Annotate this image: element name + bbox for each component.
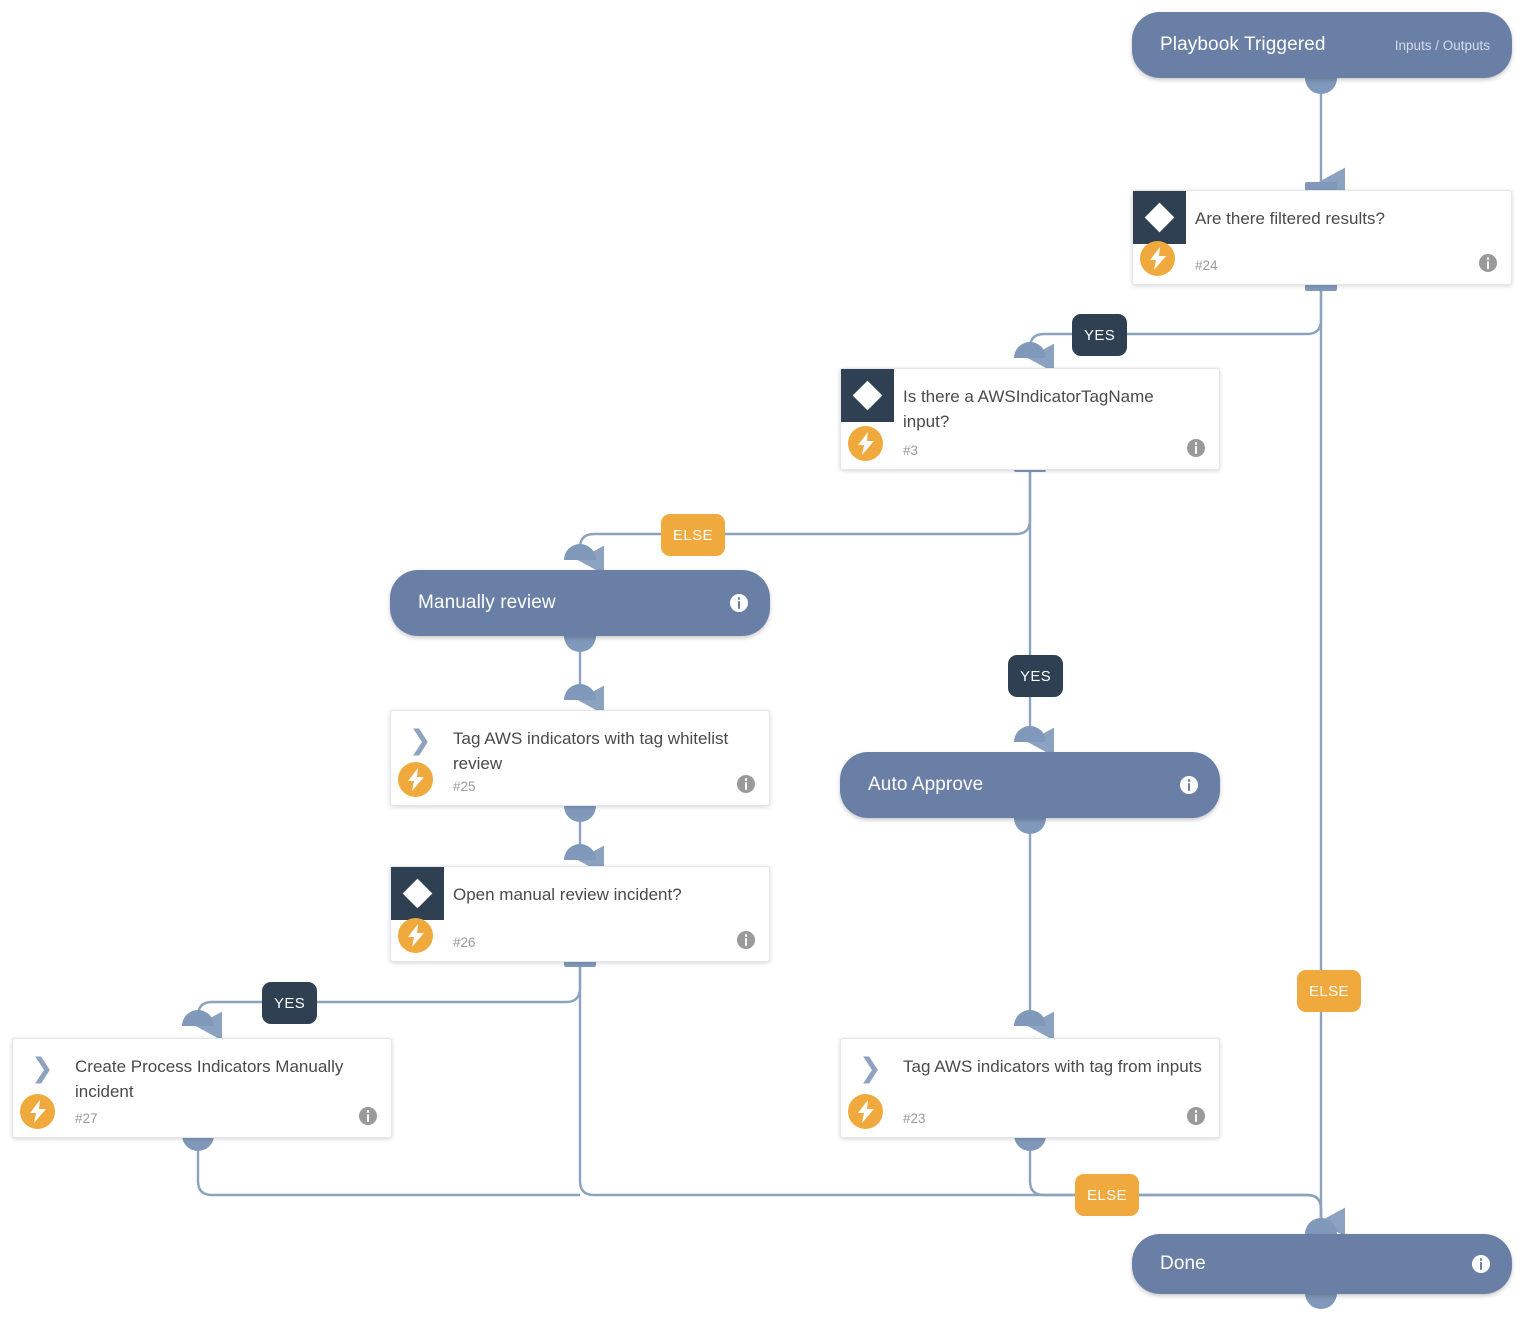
- node-title: Done: [1160, 1253, 1206, 1274]
- task-number: #24: [1195, 258, 1218, 273]
- bolt-icon: [20, 1094, 55, 1129]
- node-title: Are there filtered results?: [1195, 209, 1385, 228]
- node-done[interactable]: Done: [1132, 1234, 1512, 1294]
- chevron-icon: ❯: [31, 1053, 54, 1084]
- inputs-outputs-label[interactable]: Inputs / Outputs: [1394, 37, 1490, 53]
- info-icon[interactable]: [1479, 254, 1497, 272]
- info-icon[interactable]: [737, 775, 755, 793]
- edge-label-else-3: ELSE: [661, 514, 725, 556]
- node-title: Auto Approve: [868, 774, 984, 795]
- edge-label-yes-24: YES: [1072, 314, 1128, 356]
- edge-label-yes-3: YES: [1008, 655, 1064, 697]
- node-title: Manually review: [418, 592, 556, 613]
- bolt-icon: [848, 1094, 883, 1129]
- node-tag-aws-indicators-whitelist-review[interactable]: ❯ Tag AWS indicators with tag whitelist …: [390, 710, 770, 806]
- diamond-icon: [391, 867, 444, 920]
- node-open-manual-review-incident[interactable]: Open manual review incident? #26: [390, 866, 770, 962]
- node-playbook-triggered[interactable]: Playbook Triggered Inputs / Outputs: [1132, 12, 1512, 78]
- diamond-icon: [841, 369, 894, 422]
- info-icon[interactable]: [1187, 1107, 1205, 1125]
- edge-label-else-24: ELSE: [1297, 970, 1361, 1012]
- task-number: #27: [75, 1111, 98, 1126]
- node-title: Tag AWS indicators with tag from inputs: [903, 1057, 1202, 1076]
- info-icon[interactable]: [1472, 1255, 1490, 1273]
- node-are-there-filtered-results[interactable]: Are there filtered results? #24: [1132, 190, 1512, 285]
- info-icon[interactable]: [1187, 439, 1205, 457]
- node-title: Is there a AWSIndicatorTagName input?: [903, 387, 1154, 431]
- task-number: #3: [903, 443, 919, 458]
- bolt-icon: [398, 762, 433, 797]
- node-auto-approve[interactable]: Auto Approve: [840, 752, 1220, 818]
- edge-label-yes-26: YES: [262, 982, 318, 1024]
- info-icon[interactable]: [1180, 776, 1198, 794]
- chevron-icon: ❯: [409, 725, 432, 756]
- node-create-process-indicators-manually-incident[interactable]: ❯ Create Process Indicators Manually inc…: [12, 1038, 392, 1138]
- node-title: Playbook Triggered: [1160, 34, 1326, 55]
- diamond-icon: [1133, 191, 1186, 244]
- task-number: #25: [453, 779, 476, 794]
- info-icon[interactable]: [737, 931, 755, 949]
- bolt-icon: [398, 918, 433, 953]
- node-title: Tag AWS indicators with tag whitelist re…: [453, 729, 729, 773]
- task-number: #26: [453, 935, 476, 950]
- node-is-there-awsindicatortagname-input[interactable]: Is there a AWSIndicatorTagName input? #3: [840, 368, 1220, 470]
- info-icon[interactable]: [730, 594, 748, 612]
- node-title: Open manual review incident?: [453, 885, 682, 904]
- bolt-icon: [1140, 241, 1175, 276]
- node-tag-aws-indicators-from-inputs[interactable]: ❯ Tag AWS indicators with tag from input…: [840, 1038, 1220, 1138]
- bolt-icon: [848, 426, 883, 461]
- node-title: Create Process Indicators Manually incid…: [75, 1057, 344, 1101]
- info-icon[interactable]: [359, 1107, 377, 1125]
- node-manually-review[interactable]: Manually review: [390, 570, 770, 636]
- task-number: #23: [903, 1111, 926, 1126]
- edge-label-else-26b: ELSE: [1075, 1174, 1139, 1216]
- chevron-icon: ❯: [859, 1053, 882, 1084]
